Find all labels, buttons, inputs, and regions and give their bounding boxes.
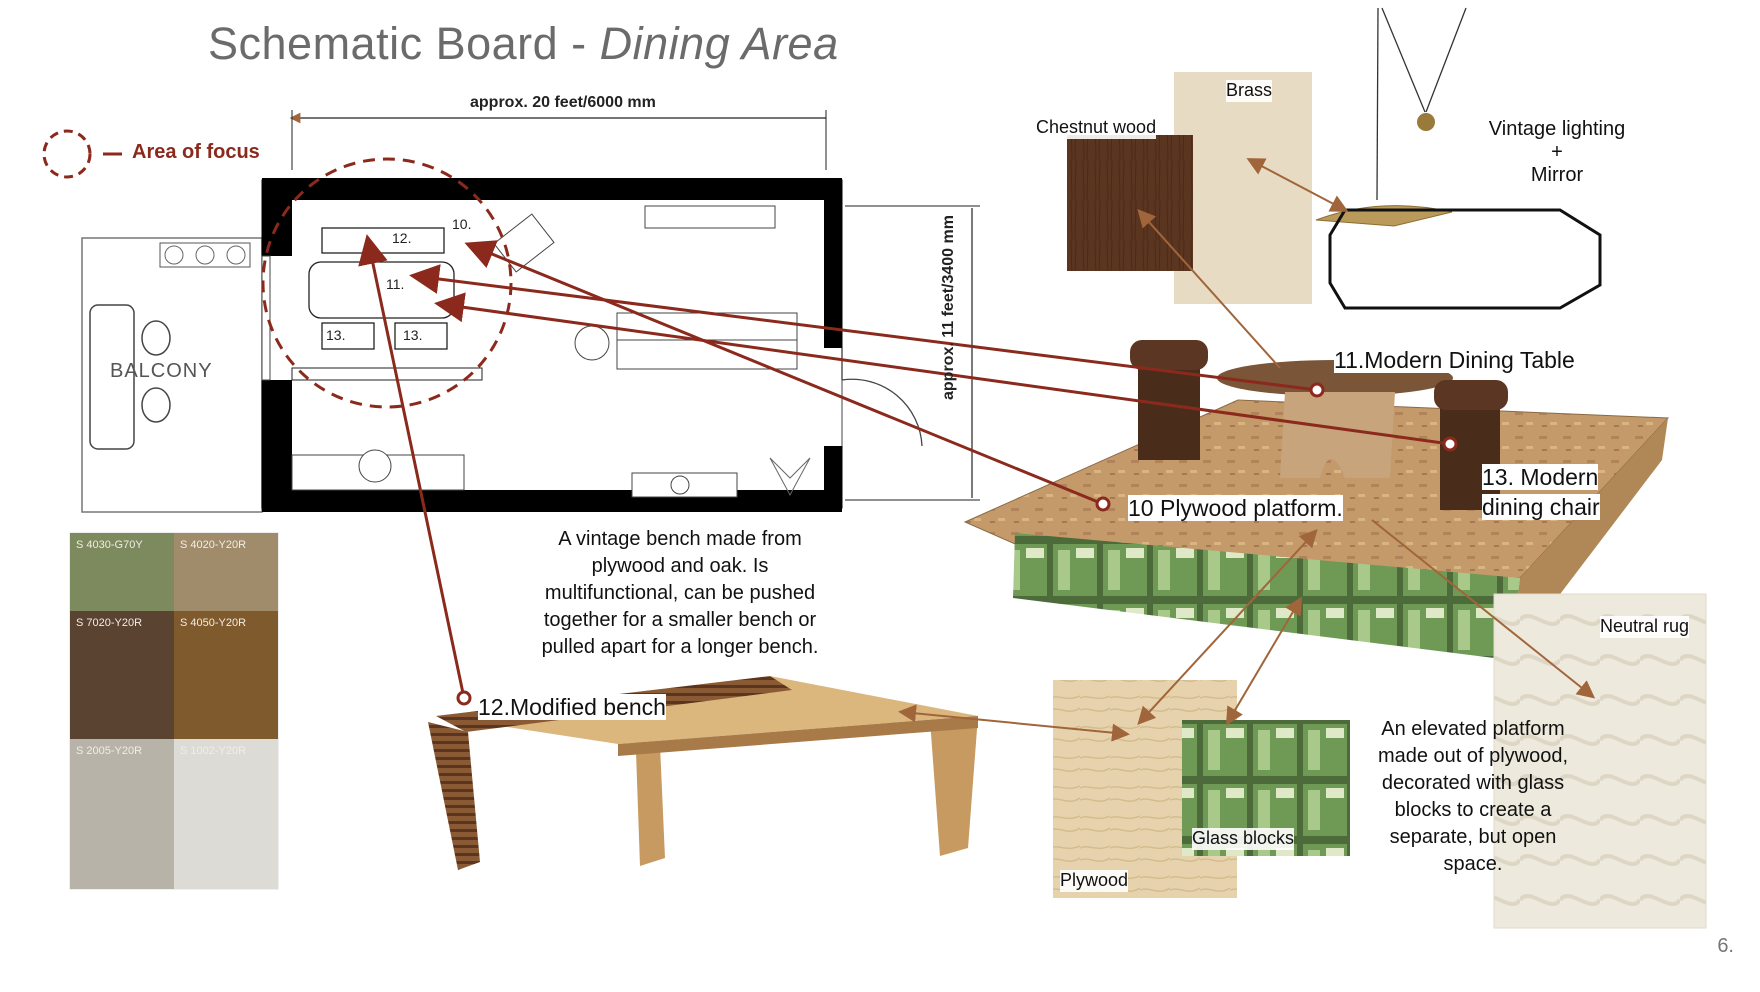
arrow-chair-to-13	[434, 292, 1451, 446]
bench-desc-line: plywood and oak. Is	[591, 555, 769, 577]
plan-marker-13b: 13.	[403, 327, 423, 343]
swatch-6: S 1002-Y20R	[174, 739, 278, 889]
rug-sample	[1493, 593, 1707, 929]
bench-desc-line: pulled apart for a longer bench.	[541, 636, 819, 658]
platform-label: 10 Plywood platform.	[1128, 495, 1343, 522]
plan-marker-12: 12.	[392, 230, 412, 246]
lighting-label: Vintage lighting	[1488, 118, 1626, 141]
arrow-glass	[1225, 596, 1303, 726]
swatch-code: S 1002-Y20R	[180, 745, 247, 757]
area-of-focus-circle	[261, 157, 513, 409]
arrow-bench-plywood	[898, 704, 1130, 742]
plywood-label: Plywood	[1060, 870, 1129, 892]
swatch-code: S 4020-Y20R	[180, 539, 247, 551]
plan-marker-10: 10.	[452, 216, 472, 232]
bench-label: 12.Modified bench	[478, 694, 666, 721]
bench-description: A vintage bench made from plywood and oa…	[510, 526, 850, 661]
chair-label-2: dining chair	[1482, 494, 1600, 521]
glass-blocks-label: Glass blocks	[1192, 828, 1295, 850]
platform-desc-line: blocks to create a	[1394, 799, 1552, 821]
swatch-5: S 2005-Y20R	[70, 739, 174, 889]
swatch-2: S 4020-Y20R	[174, 533, 278, 611]
dining-table-base	[1280, 392, 1395, 478]
title-main: Schematic Board -	[208, 18, 600, 69]
swatch-code: S 4050-Y20R	[180, 617, 247, 629]
legend-label: Area of focus	[132, 141, 260, 163]
swatch-3: S 7020-Y20R	[70, 611, 174, 739]
brass-label: Brass	[1226, 80, 1273, 102]
plus-label: +	[1551, 141, 1563, 164]
page-title: Schematic Board - Dining Area	[208, 18, 839, 70]
page-number: 6.	[1717, 935, 1734, 957]
brass-sample	[1174, 72, 1312, 304]
swatch-4: S 4050-Y20R	[174, 611, 278, 739]
platform-description: An elevated platform made out of plywood…	[1358, 716, 1588, 878]
bench-desc-line: A vintage bench made from	[558, 528, 802, 550]
arrow-brass	[1246, 158, 1349, 212]
height-dimension-label: approx. 11 feet/3400 mm	[940, 215, 957, 400]
rug-label: Neutral rug	[1600, 616, 1690, 638]
balcony-label: BALCONY	[110, 360, 213, 382]
swatch-code: S 7020-Y20R	[76, 617, 143, 629]
lighting-label-block: Vintage lighting + Mirror	[1472, 118, 1642, 187]
platform-desc-line: made out of plywood,	[1377, 745, 1569, 767]
chestnut-label: Chestnut wood	[1036, 117, 1157, 139]
bench-top-oak	[436, 676, 978, 744]
swatch-code: S 4030-G70Y	[76, 539, 143, 551]
width-dimension-label: approx. 20 feet/6000 mm	[470, 94, 656, 111]
plan-marker-11: 11.	[386, 276, 405, 292]
arrow-platform-to-10	[464, 240, 1104, 506]
platform-desc-line: space.	[1443, 853, 1503, 875]
platform-desc-line: separate, but open	[1389, 826, 1557, 848]
swatch-1: S 4030-G70Y	[70, 533, 174, 611]
arrow-chestnut	[1137, 209, 1281, 369]
brass-ball	[1417, 113, 1435, 131]
swatch-code: S 2005-Y20R	[76, 745, 143, 757]
bench-desc-line: multifunctional, can be pushed	[544, 582, 816, 604]
legend-circle	[42, 129, 92, 179]
arrow-rug	[1371, 519, 1596, 699]
arrow-table-to-11	[409, 264, 1318, 392]
bench-leg-slats	[428, 722, 480, 870]
plan-marker-13a: 13.	[326, 327, 346, 343]
title-italic: Dining Area	[599, 18, 839, 69]
platform-desc-line: An elevated platform	[1381, 718, 1565, 740]
table-label: 11.Modern Dining Table	[1334, 347, 1575, 374]
chair-label-1: 13. Modern	[1482, 464, 1599, 491]
arrow-bench-to-12	[358, 234, 466, 699]
mirror-label: Mirror	[1530, 164, 1584, 187]
mirror-outline	[1328, 208, 1602, 310]
bench-desc-line: together for a smaller bench or	[543, 609, 817, 631]
platform-desc-line: decorated with glass	[1381, 772, 1565, 794]
